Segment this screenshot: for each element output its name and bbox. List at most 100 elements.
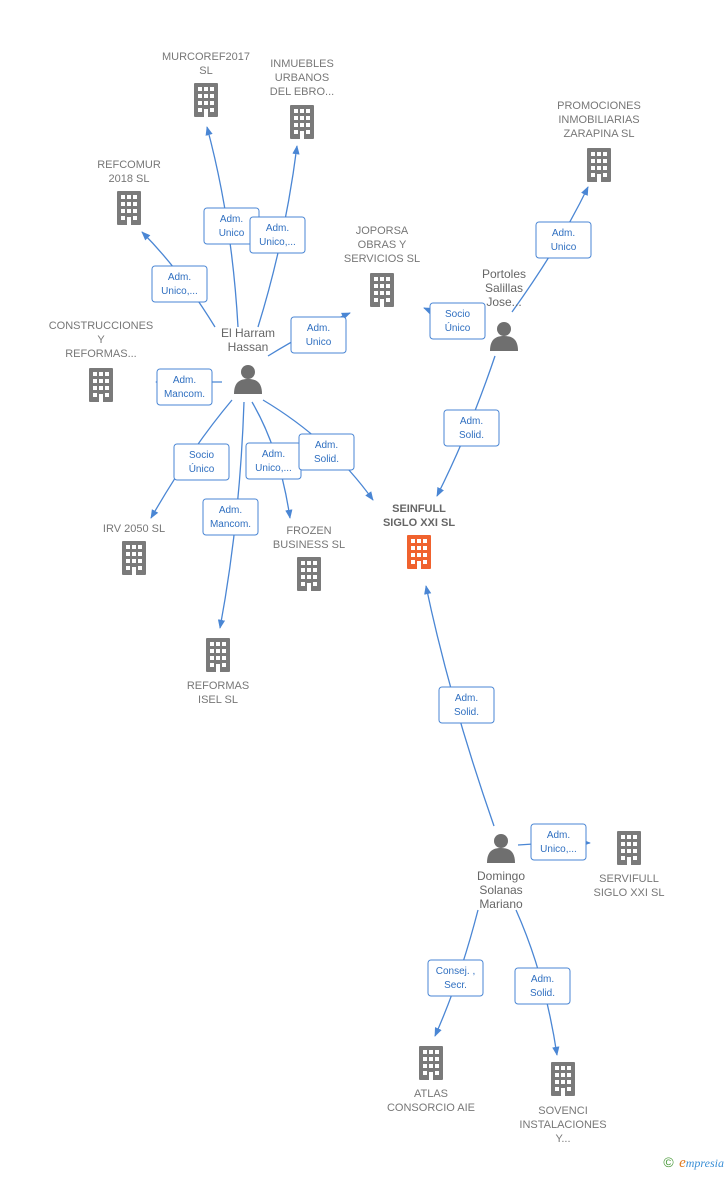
relation-text: Adm. (219, 505, 242, 516)
relation-text: Adm. (307, 323, 330, 334)
company-label: SERVICIOS SL (344, 253, 420, 265)
relation-label-r_seinfull_po[interactable]: Adm. Solid. (443, 409, 500, 447)
company-node-seinfull[interactable]: SEINFULL SIGLO XXI SL (383, 503, 455, 569)
person-label: Hassan (228, 340, 269, 354)
company-label: MURCOREF2017 (162, 51, 250, 63)
relation-text: Solid. (530, 988, 555, 999)
copyright-notice: © empresia (663, 1154, 724, 1172)
company-node-reformas_isel[interactable]: REFORMAS ISEL SL (187, 638, 249, 706)
relation-text: Mancom. (210, 519, 251, 530)
building-icon (407, 535, 431, 569)
relation-text: Adm. (168, 272, 191, 283)
relation-box (202, 498, 259, 536)
company-label: OBRAS Y (358, 239, 407, 251)
relation-text: Adm. (173, 375, 196, 386)
relation-text: Unico (551, 242, 577, 253)
building-icon (297, 557, 321, 591)
company-node-construcciones[interactable]: CONSTRUCCIONES Y REFORMAS... (49, 320, 154, 402)
relation-box (530, 823, 587, 861)
building-icon (89, 368, 113, 402)
person-label: Salillas (485, 281, 523, 295)
relation-text: Consej. , (436, 966, 475, 977)
relation-text: Unico,... (259, 237, 296, 248)
relation-label-r_joporsa_eh[interactable]: Adm. Unico (290, 316, 347, 354)
company-label: SIGLO XXI SL (594, 887, 665, 899)
building-icon (122, 541, 146, 575)
building-icon (617, 831, 641, 865)
relation-box (249, 216, 306, 254)
relation-label-r_inmuebles[interactable]: Adm.Unico,... (249, 216, 306, 254)
relation-label-r_seinfull_do[interactable]: Adm.Solid. (438, 686, 495, 724)
company-label: SL (199, 65, 212, 77)
relation-text: Unico (306, 337, 332, 348)
company-label: INMUEBLES (270, 58, 334, 70)
relation-box (443, 409, 500, 447)
relation-box (429, 302, 486, 340)
brand-logo: empresia (679, 1155, 724, 1171)
relation-label-r_servifull[interactable]: Adm.Unico,... (530, 823, 587, 861)
company-label: Y (97, 334, 105, 346)
copyright-icon: © (663, 1154, 674, 1170)
relation-text: Unico (219, 228, 245, 239)
relation-text: Secr. (444, 980, 467, 991)
relation-label-r_construcciones[interactable]: Adm.Mancom. (156, 368, 213, 406)
relation-label-r_promociones[interactable]: Adm. Unico (535, 221, 592, 259)
building-icon (551, 1062, 575, 1096)
relation-text: Socio (189, 450, 214, 461)
company-label: REFORMAS... (65, 348, 137, 360)
company-label: SEINFULL (392, 503, 446, 515)
relation-box (298, 433, 355, 471)
person-label: Mariano (479, 897, 523, 911)
relation-box (535, 221, 592, 259)
relation-text: Solid. (314, 454, 339, 465)
person-node-portoles[interactable]: PortolesSalillasJose... (482, 267, 526, 351)
relation-label-r_frozen[interactable]: Adm. Unico,... (245, 442, 302, 480)
relation-box (438, 686, 495, 724)
relation-text: Adm. (552, 228, 575, 239)
relation-label-r_refcomur[interactable]: Adm.Unico,... (151, 265, 208, 303)
relation-text: Adm. (547, 830, 570, 841)
relation-text: Solid. (459, 430, 484, 441)
relation-text: Unico,... (255, 463, 292, 474)
company-label: SIGLO XXI SL (383, 517, 455, 529)
building-icon (370, 273, 394, 307)
relation-label-r_atlas[interactable]: Consej. , Secr. (427, 959, 484, 997)
person-label: Solanas (479, 883, 522, 897)
company-label: CONSTRUCCIONES (49, 320, 154, 332)
company-node-sovenci[interactable]: SOVENCIINSTALACIONESY... (519, 1062, 607, 1145)
relation-box (173, 443, 230, 481)
building-icon (290, 105, 314, 139)
company-node-irv2050[interactable]: IRV 2050 SL (103, 523, 165, 575)
relation-label-r_seinfull_eh[interactable]: Adm.Solid. (298, 433, 355, 471)
relation-label-r_sovenci[interactable]: Adm.Solid. (514, 967, 571, 1005)
relation-text: Único (189, 462, 215, 475)
relation-text: Adm. (460, 416, 483, 427)
company-label: FROZEN (286, 525, 331, 537)
building-icon (419, 1046, 443, 1080)
relation-label-r_reformas[interactable]: Adm. Mancom. (202, 498, 259, 536)
person-label: El Harram (221, 326, 275, 340)
person-icon (487, 834, 515, 863)
company-label: REFORMAS (187, 680, 249, 692)
company-label: SOVENCI (538, 1105, 588, 1117)
company-label: ISEL SL (198, 694, 238, 706)
company-label: PROMOCIONES (557, 100, 641, 112)
relation-text: Solid. (454, 707, 479, 718)
person-icon (490, 322, 518, 351)
company-label: ATLAS (414, 1088, 448, 1100)
company-label: INMOBILIARIAS (558, 114, 639, 126)
company-label: 2018 SL (109, 173, 150, 185)
relation-text: Adm. (262, 449, 285, 460)
